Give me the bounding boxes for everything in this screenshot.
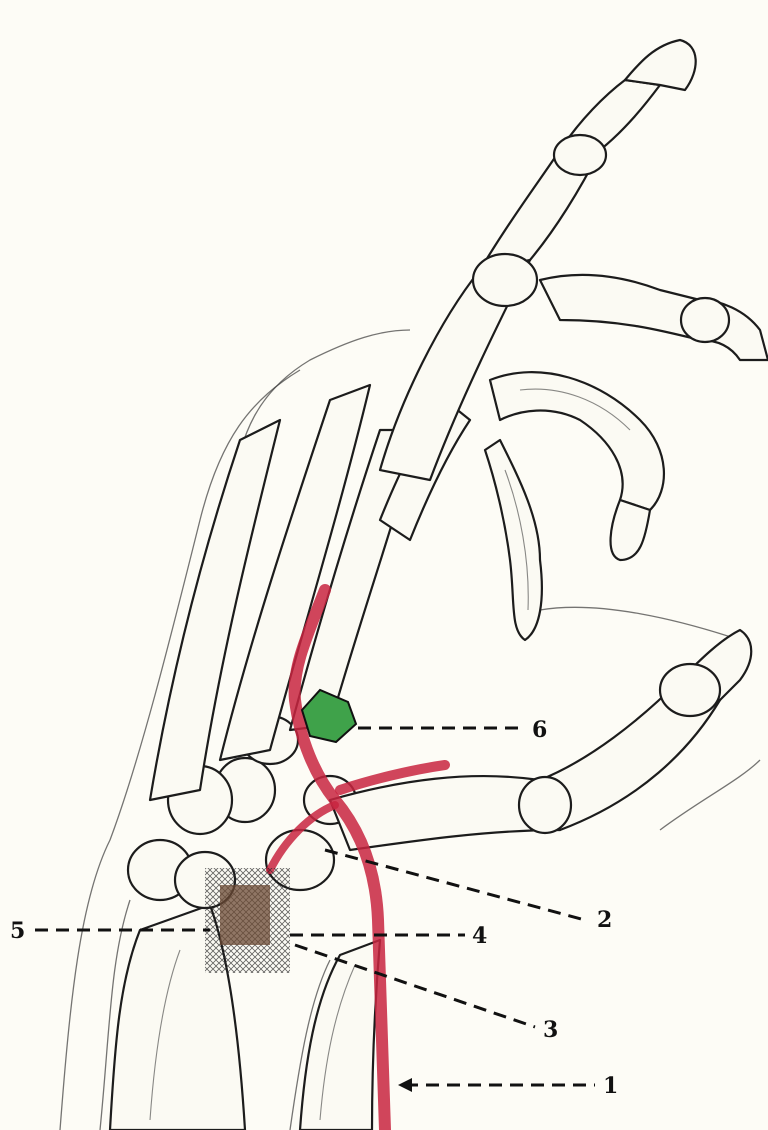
label-5: 5 <box>10 918 25 944</box>
label-1: 1 <box>603 1073 618 1099</box>
label-2: 2 <box>597 907 612 933</box>
label-3: 3 <box>543 1017 558 1043</box>
label-6: 6 <box>532 717 547 743</box>
label-4: 4 <box>472 923 487 949</box>
hatched-marker <box>205 868 290 973</box>
